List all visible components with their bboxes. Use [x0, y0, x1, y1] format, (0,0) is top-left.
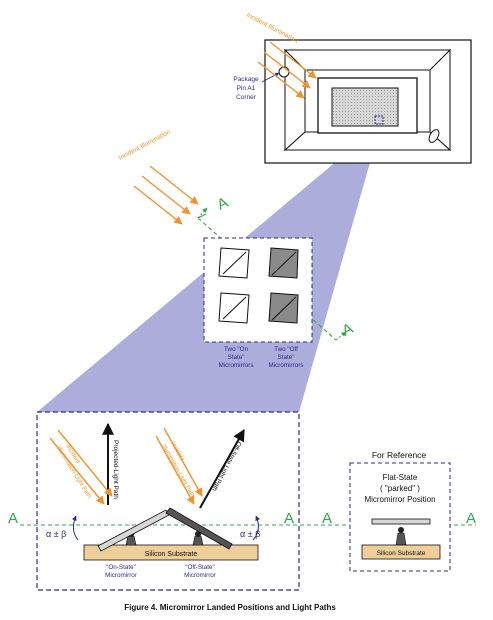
dmd-package: [264, 39, 472, 164]
silicon-substrate-label: Silicon Substrate: [145, 551, 198, 558]
svg-text:Micromirrors: Micromirrors: [219, 362, 254, 369]
svg-text:"Off-State": "Off-State": [185, 564, 215, 571]
off-state-mirror-bottom: [268, 292, 299, 324]
svg-text:Micromirror Position: Micromirror Position: [364, 495, 435, 504]
off-state-light-arrow: [199, 428, 245, 509]
section-marker-ref-right: A: [466, 510, 476, 527]
section-marker-upper-a1: A: [215, 194, 231, 214]
tilt-arc-right: [252, 515, 261, 541]
svg-text:"On-State": "On-State": [106, 564, 136, 571]
tilt-angle-label-right: α ± β: [240, 529, 260, 539]
incident-arrows-left: [49, 429, 113, 505]
svg-text:Two "Off: Two "Off: [274, 346, 298, 353]
section-marker-ref-left: A: [322, 510, 332, 527]
section-marker-lower-left: A: [8, 510, 18, 527]
svg-text:Micromirror: Micromirror: [105, 572, 137, 579]
tilt-arc-left: [71, 515, 79, 541]
section-marker-lower-mid: A: [284, 510, 294, 527]
incident-arrows-mid: [133, 165, 199, 225]
two-off-state-label: Two "Off State" Micromirrors: [269, 346, 304, 369]
svg-text:State": State": [228, 354, 245, 361]
on-state-mirror-bottom: [218, 292, 250, 324]
tilt-angle-label-left: α ± β: [46, 529, 66, 539]
pin-label-line1: Package: [233, 76, 259, 83]
off-state-micromirror-label: "Off-State" Micromirror: [184, 564, 216, 579]
svg-text:Two "On: Two "On: [224, 346, 248, 353]
on-state-micromirror-label: "On-State" Micromirror: [105, 564, 137, 579]
section-marker-upper-a2: A: [340, 320, 356, 340]
on-state-mirror-top: [218, 247, 250, 279]
incident-arrows-right: [155, 427, 203, 505]
figure-caption: Figure 4. Micromirror Landed Positions a…: [124, 603, 336, 612]
svg-text:State": State": [278, 354, 295, 361]
svg-text:Micromirrors: Micromirrors: [269, 362, 304, 369]
svg-text:Flat-State: Flat-State: [383, 473, 418, 482]
micromirror-zoom-box: [203, 237, 313, 343]
two-on-state-label: Two "On State" Micromirrors: [219, 346, 254, 369]
silicon-substrate: [83, 544, 259, 561]
incident-illumination-label-mid: Incident Illumination: [118, 128, 172, 161]
package-ellipse-icon: [428, 129, 440, 143]
pin-label-line2: Pin A1: [237, 85, 256, 92]
flat-state-micromirror: [371, 518, 431, 546]
reference-silicon-substrate: [361, 544, 441, 560]
pin-label-line3: Corner: [236, 94, 257, 101]
svg-text:( "parked" ): ( "parked" ): [380, 484, 420, 493]
svg-text:Micromirror: Micromirror: [184, 572, 216, 579]
off-state-micromirror: [165, 507, 233, 550]
incident-arrows-top: [257, 41, 317, 99]
projected-light-path-label: Projected-Light Path: [112, 440, 119, 499]
for-reference-label: For Reference: [372, 450, 427, 460]
off-state-mirror-top: [268, 247, 299, 279]
cross-section-box: [36, 411, 300, 591]
flat-state-label: Flat-State ( "parked" ) Micromirror Posi…: [364, 473, 435, 504]
reference-silicon-substrate-label: Silicon Substrate: [377, 550, 426, 557]
package-pin-a1-label: Package Pin A1 Corner: [233, 76, 259, 101]
